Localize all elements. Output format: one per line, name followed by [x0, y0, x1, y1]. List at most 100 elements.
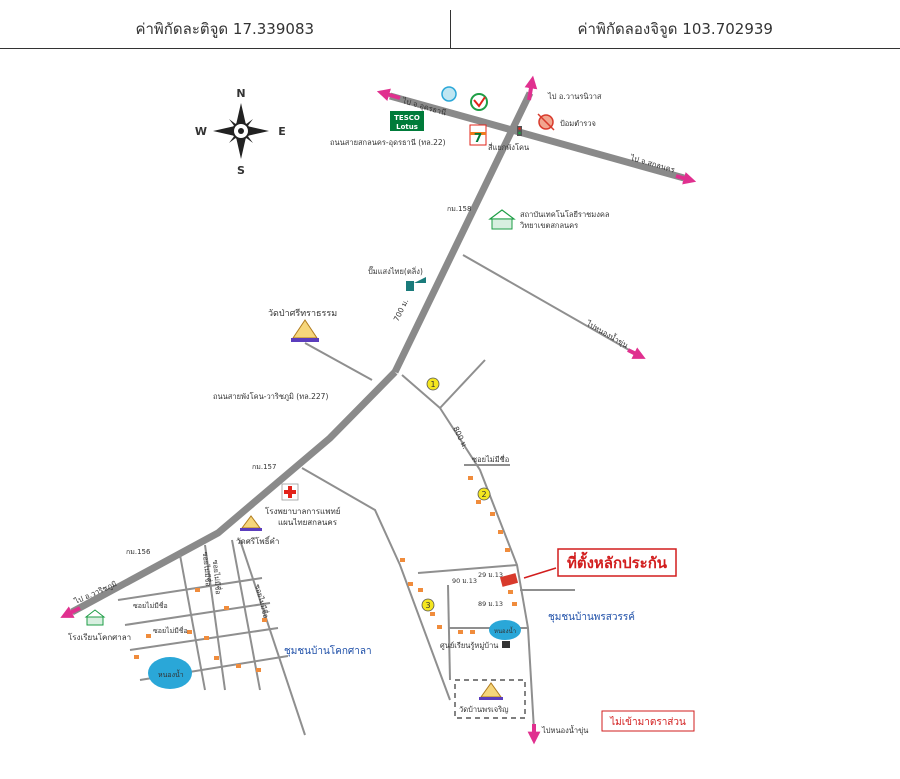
school-icon: [84, 609, 106, 626]
seven-eleven-logo: 7: [469, 124, 487, 146]
label-soi-d: ซอยไม่มีชื่อ: [211, 559, 223, 594]
kasikorn-logo: [470, 93, 488, 111]
house-icon: [400, 558, 405, 562]
coordinates-header: ค่าพิกัดละติจูด 17.339083 ค่าพิกัดลองจิจ…: [0, 10, 900, 49]
pond-icon: [148, 657, 192, 689]
house-icon: [437, 625, 442, 629]
center-icon: [502, 641, 510, 648]
house-icon: [146, 634, 151, 638]
road-to-wat-sri: [304, 342, 373, 381]
longitude-label: ค่าพิกัดลองจิจูด 103.702939: [449, 10, 900, 48]
bank-globe-icon: [441, 86, 457, 102]
route-marker-2: 2: [477, 487, 491, 501]
label-village-pornsawan: ชุมชนบ้านพรสวรรค์: [548, 611, 635, 623]
grid-road-6: [124, 602, 271, 626]
svg-text:TESCO: TESCO: [394, 114, 420, 122]
compass-west: W: [195, 125, 207, 138]
house-icon: [134, 655, 139, 659]
house-icon: [470, 630, 475, 634]
pond-icon: [489, 620, 521, 640]
label-km157: กม.157: [252, 463, 276, 471]
label-wat-sri: วัดป่าศรีทราธรรม: [268, 308, 337, 319]
label-pond-1: หนองน้ำ: [158, 668, 184, 679]
road-branch-1: [439, 359, 486, 409]
hospital-cross-icon: [281, 483, 299, 501]
label-police: ป้อมตำรวจ: [560, 119, 596, 128]
compass-icon: [213, 103, 269, 159]
house-icon: [256, 668, 261, 672]
svg-text:1: 1: [430, 380, 435, 389]
svg-text:2: 2: [481, 490, 486, 499]
label-highway-227: ถนนสายพังโคน-วาริชภูมิ (ทล.227): [213, 392, 328, 401]
temple-icon: [291, 319, 319, 342]
house-icon: [195, 588, 200, 592]
svg-text:7: 7: [474, 131, 482, 145]
house-icon: [224, 606, 229, 610]
house-icon: [408, 582, 413, 586]
house-icon: [508, 590, 513, 594]
arrow-sakon: [675, 172, 697, 185]
label-hospital-1: โรงพยาบาลการแพทย์: [265, 506, 340, 516]
house-icon: [512, 602, 517, 606]
route-marker-1: 1: [426, 377, 440, 391]
svg-text:3: 3: [425, 601, 430, 610]
target-pointer-line: [523, 567, 557, 579]
label-soi-a: ซอยไม่มีชื่อ: [133, 601, 168, 610]
label-village-koksala: ชุมชนบ้านโคกศาลา: [284, 644, 372, 657]
label-km158: กม.158: [447, 205, 471, 213]
grid-road-4: [239, 539, 306, 736]
compass-north: N: [236, 87, 245, 100]
arrow-nongnamkhun-east: [627, 347, 646, 359]
label-pond-2: หนองน้ำ: [494, 625, 516, 635]
map-labels: ไป จ.อุดรธานี ไป อ.วานรนิวาส ไป จ.สกลนคร…: [68, 92, 676, 735]
no-scale-box: [601, 710, 695, 732]
grid-road-5: [117, 577, 263, 601]
secondary-roads: [117, 254, 637, 736]
label-km156: กม.156: [126, 548, 151, 556]
house-icon: [418, 588, 423, 592]
traffic-light-icon: [517, 126, 522, 136]
label-to-wanon: ไป อ.วานรนิวาส: [547, 92, 602, 101]
label-soi-noname: ซอยไม่มีชื่อ: [472, 454, 509, 464]
compass-east: E: [278, 125, 286, 138]
temple-icon: [479, 682, 503, 700]
label-to-nongnamkhun-east: ไปหนองน้ำขุ่น: [584, 318, 630, 350]
grid-road-3: [231, 539, 261, 691]
house-icon: [505, 548, 510, 552]
house-icon: [490, 512, 495, 516]
label-highway-22: ถนนสายสกลนคร-อุดรธานี (ทล.22): [330, 138, 446, 147]
direction-arrows: [60, 75, 697, 745]
highway-22-road: [389, 92, 685, 182]
school-icon: [488, 209, 516, 230]
temple-icon: [240, 515, 262, 531]
arrow-sawang: [60, 606, 81, 618]
house-icon: [498, 530, 503, 534]
compass-south: S: [237, 164, 245, 177]
label-house-90: 90 ม.13: [452, 577, 477, 585]
target-location-marker: [499, 573, 519, 587]
label-house-89: 89 ม.13: [478, 600, 503, 608]
label-wat-phothikham: วัดศรีโพธิ์คำ: [236, 535, 279, 546]
house-markers: [134, 476, 517, 672]
house-icon: [458, 630, 463, 634]
latitude-label: ค่าพิกัดละติจูด 17.339083: [135, 20, 315, 38]
gas-station-icon: [406, 277, 426, 291]
target-label-box: [557, 548, 677, 577]
label-wat-pornjaroen: วัดบ้านพรเจริญ: [459, 705, 509, 714]
label-school: โรงเรียนโคกศาลา: [68, 632, 131, 642]
label-to-nongnamkhun-south: ไปหนองน้ำขุ่น: [541, 725, 588, 735]
label-college-1: สถาบันเทคโนโลยีราชมงคล: [520, 210, 609, 219]
label-hospital-2: แผนไทยสกลนคร: [278, 518, 338, 527]
label-house-29: 29 ม.13: [478, 571, 503, 579]
house-icon: [430, 612, 435, 616]
house-icon: [262, 618, 267, 622]
label-intersection: สี่แยกพังโคน: [488, 142, 530, 152]
label-college-2: วิทยาเขตสกลนคร: [519, 221, 578, 230]
target-label: ที่ตั้งหลักประกัน: [567, 551, 668, 572]
label-gas-station: ปั๊มแสงไทย(ตลิ่ง): [368, 266, 423, 276]
house-icon: [476, 500, 481, 504]
grid-road-1: [179, 554, 206, 691]
route-marker-3: 3: [421, 598, 435, 612]
house-icon: [204, 636, 209, 640]
